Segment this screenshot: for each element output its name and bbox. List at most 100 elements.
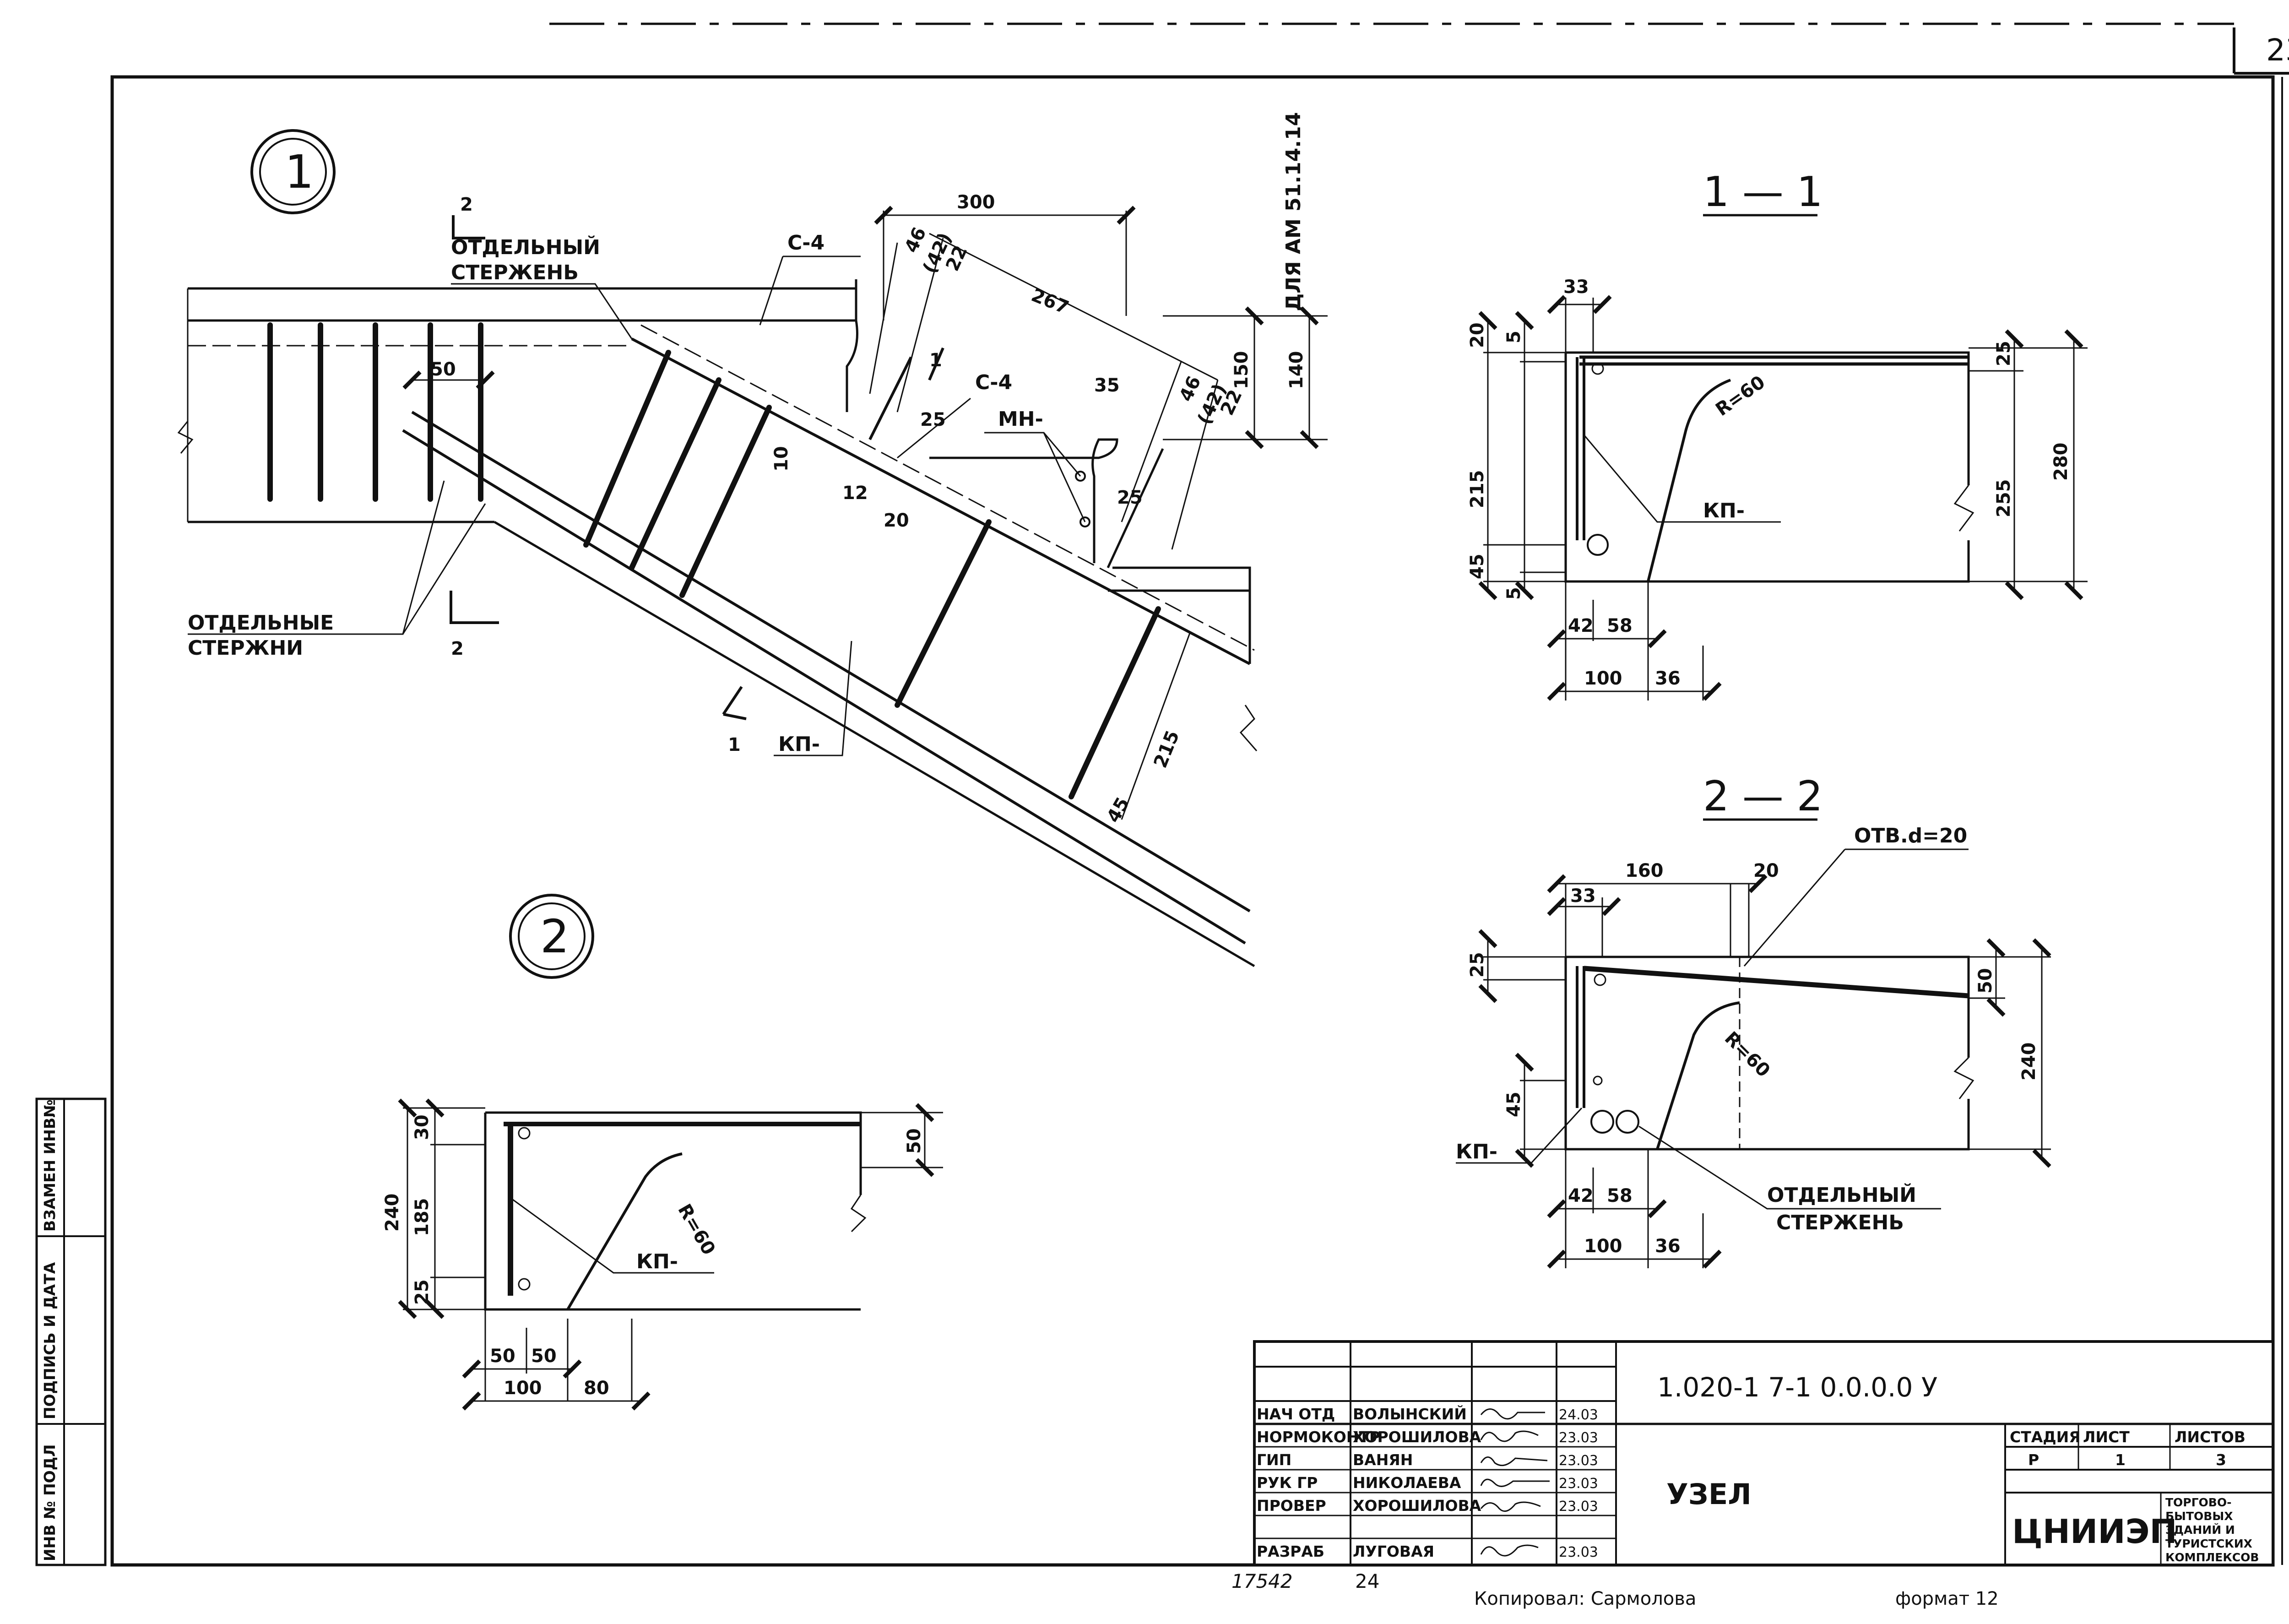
date-5: 23.03	[1559, 1499, 1598, 1515]
sheets-value: 3	[2216, 1451, 2226, 1469]
detail-1-number: 1	[285, 145, 314, 199]
dim-140: 140	[1286, 351, 1307, 390]
dim-36-s11: 36	[1655, 668, 1681, 689]
label-for-am: ДЛЯ АМ 51.14.14	[1282, 112, 1305, 311]
page-number-box	[2233, 27, 2289, 75]
dim-100-s22: 100	[1584, 1236, 1622, 1257]
bottom-format: формат 12	[1895, 1588, 1999, 1609]
role-1: НАЧ ОТД	[1257, 1405, 1335, 1423]
section-2-2-title: 2 — 2	[1703, 772, 1823, 820]
dim-215-s11: 215	[1467, 470, 1488, 509]
side-label-vzam: ВЗАМЕН ИНВ№	[41, 1099, 59, 1232]
label-c4-mid: С-4	[975, 371, 1012, 394]
dim-160-s22: 160	[1625, 860, 1664, 881]
date-1: 24.03	[1559, 1407, 1598, 1423]
dim-20-s22: 20	[1753, 860, 1779, 881]
label-c4-top: С-4	[787, 231, 824, 255]
dim-12: 12	[842, 483, 868, 504]
label-separate-rods: ОТДЕЛЬНЫЕ	[188, 611, 334, 635]
sheet-header: ЛИСТ	[2083, 1428, 2130, 1446]
dim-20: 20	[884, 510, 909, 531]
section-cut-2-top: 2	[460, 194, 473, 215]
dim-25-s22: 25	[1467, 952, 1488, 978]
radius-label-d2: R=60	[673, 1200, 719, 1259]
detail-1-marker	[250, 129, 336, 214]
bottom-copied: Копировал: Сармолова	[1474, 1588, 1696, 1609]
label-separate-rod: ОТДЕЛЬНЫЙ	[451, 235, 600, 259]
role-4: РУК ГР	[1257, 1474, 1318, 1492]
name-5: ХОРОШИЛОВА	[1353, 1497, 1481, 1515]
side-label-inv: ИНВ № ПОДЛ	[41, 1444, 59, 1561]
dim-42-s22: 42	[1568, 1185, 1594, 1206]
detail1-stirrups-horizontal	[267, 322, 483, 502]
label-kp-s22: КП-	[1456, 1140, 1497, 1163]
role-3: ГИП	[1257, 1451, 1291, 1469]
dim-58-s11: 58	[1607, 615, 1633, 636]
dim-46-right: 46	[1175, 373, 1205, 405]
role-2: НОРМОКОНТР	[1257, 1428, 1380, 1446]
section-1-1-title: 1 — 1	[1703, 168, 1823, 216]
org-sub-1: ТОРГОВО-	[2165, 1496, 2232, 1509]
org-sub-3: ЗДАНИЙ И	[2165, 1523, 2235, 1537]
dim-150: 150	[1231, 351, 1252, 390]
dim-280-s11: 280	[2050, 443, 2072, 481]
section-cut-1-bottom: 1	[728, 734, 741, 755]
stage-value: Р	[2028, 1451, 2039, 1469]
org-sub-2: БЫТОВЫХ	[2165, 1510, 2233, 1523]
org-sub-4: ТУРИСТСКИХ	[2165, 1537, 2252, 1550]
sheet-value: 1	[2115, 1451, 2126, 1469]
dim-33-s11: 33	[1563, 277, 1589, 298]
detail-2: 2 R=60 КП- 240 30 185 25 50 50 50 100 80	[382, 894, 943, 1411]
radius-label-s11: R=60	[1712, 372, 1769, 421]
dim-25-top: 25	[920, 409, 946, 430]
label-hole-d20: ОТВ.d=20	[1854, 824, 1967, 847]
dim-255-s11: 255	[1993, 479, 2014, 518]
dim-33-s22: 33	[1570, 885, 1596, 907]
date-4: 23.03	[1559, 1476, 1598, 1492]
dim-25-s11: 25	[1993, 341, 2014, 366]
title-block: 1.020-1 7-1 0.0.0.0 У УЗЕЛ НАЧ ОТД ВОЛЫН…	[1253, 1340, 2274, 1566]
section-2-2: 2 — 2 R=60 160 20 33 ОТВ.d=20 25 45 КП-	[1456, 772, 2051, 1269]
dim-50-s22: 50	[1975, 968, 1996, 994]
dim-20-s11: 20	[1467, 322, 1488, 348]
bottom-inventory-number: 17542	[1231, 1570, 1293, 1592]
dim-58-s22: 58	[1607, 1185, 1633, 1206]
date-6: 23.03	[1559, 1544, 1598, 1560]
dim-50-d2-right: 50	[904, 1128, 925, 1154]
detail-2-number: 2	[540, 910, 570, 963]
sheets-header: ЛИСТОВ	[2175, 1428, 2246, 1446]
document-code: 1.020-1 7-1 0.0.0.0 У	[1657, 1372, 1937, 1403]
dim-25-right: 25	[1117, 487, 1143, 508]
main-frame	[110, 75, 2275, 1567]
detail-2-marker	[509, 894, 594, 979]
role-5: ПРОВЕР	[1257, 1497, 1326, 1515]
signatures	[1480, 1408, 1550, 1557]
dim-25-d2: 25	[412, 1279, 433, 1305]
name-1: ВОЛЫНСКИЙ	[1353, 1405, 1467, 1423]
detail1-stirrups-sloped	[583, 350, 1161, 799]
dim-35: 35	[1094, 375, 1120, 396]
label-rods: СТЕРЖНИ	[188, 636, 303, 660]
detail-1: 1	[177, 112, 1328, 967]
bottom-number: 24	[1355, 1570, 1379, 1592]
dim-215: 215	[1150, 728, 1184, 771]
label-separate-rod-s22-2: СТЕРЖЕНЬ	[1776, 1211, 1904, 1234]
name-3: ВАНЯН	[1353, 1451, 1413, 1469]
dim-267: 267	[1028, 285, 1072, 319]
stage-header: СТАДИЯ	[2010, 1428, 2081, 1446]
dim-80-d2: 80	[584, 1378, 609, 1399]
dim-45-s22: 45	[1503, 1092, 1524, 1117]
organization: ЦНИИЭП	[2012, 1512, 2177, 1551]
org-sub-5: КОМПЛЕКСОВ	[2165, 1551, 2259, 1564]
radius-label-s22: R=60	[1720, 1028, 1774, 1081]
section-cut-2-bottom: 2	[451, 638, 464, 659]
section-1-1: 1 — 1 R=60 КП- 20 5 215 45 5 33 25 255 2…	[1467, 168, 2088, 701]
date-2: 23.03	[1559, 1430, 1598, 1446]
name-2: ХОРОШИЛОВА	[1353, 1428, 1481, 1446]
label-kp-detail2: КП-	[636, 1250, 678, 1273]
page-number: 23	[2266, 33, 2289, 68]
dim-45-s11: 45	[1467, 554, 1488, 579]
date-3: 23.03	[1559, 1453, 1598, 1469]
dim-185-d2: 185	[412, 1198, 433, 1237]
